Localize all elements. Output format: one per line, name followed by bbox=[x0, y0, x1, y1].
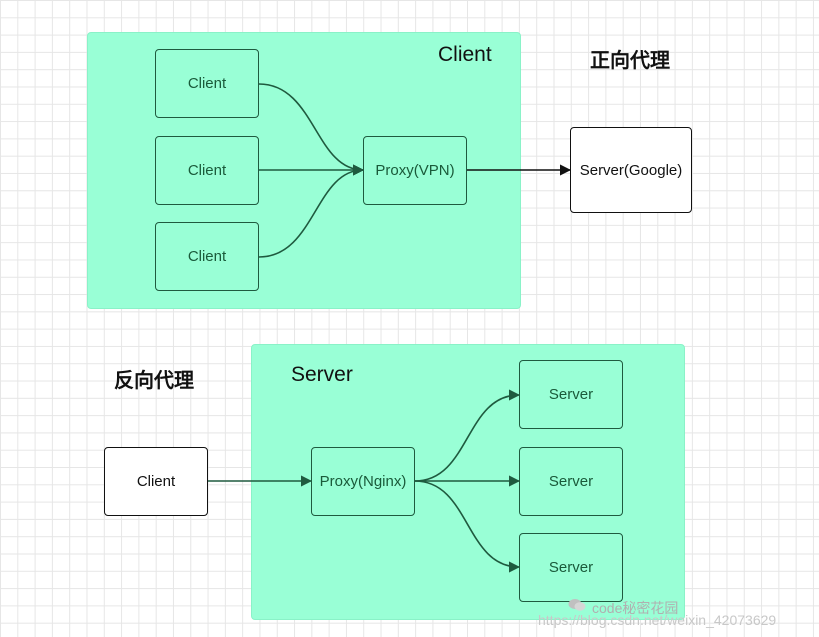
client-node-1: Client bbox=[155, 49, 259, 118]
edge-client3-to-vpn bbox=[258, 164, 365, 258]
edge-nginx-to-server3 bbox=[414, 480, 521, 573]
client-node-2: Client bbox=[155, 136, 259, 205]
edge-client1-to-vpn bbox=[258, 83, 365, 176]
watermark-account: code秘密花园 bbox=[592, 600, 679, 616]
forward-proxy-heading: 正向代理 bbox=[590, 48, 670, 72]
nginx-proxy-node: Proxy(Nginx) bbox=[311, 447, 415, 516]
edge-nginx-to-server1 bbox=[414, 389, 521, 482]
client-group-title: Client bbox=[438, 43, 492, 66]
client-node-reverse: Client bbox=[104, 447, 208, 516]
reverse-proxy-heading: 反向代理 bbox=[114, 368, 194, 392]
server-node-3: Server bbox=[519, 533, 623, 602]
watermark-url: https://blog.csdn.net/weixin_42073629 bbox=[538, 612, 777, 628]
client-node-3: Client bbox=[155, 222, 259, 291]
google-server-node: Server(Google) bbox=[570, 127, 692, 213]
server-group-title: Server bbox=[291, 363, 353, 386]
wechat-icon bbox=[568, 599, 586, 611]
vpn-proxy-node: Proxy(VPN) bbox=[363, 136, 467, 205]
